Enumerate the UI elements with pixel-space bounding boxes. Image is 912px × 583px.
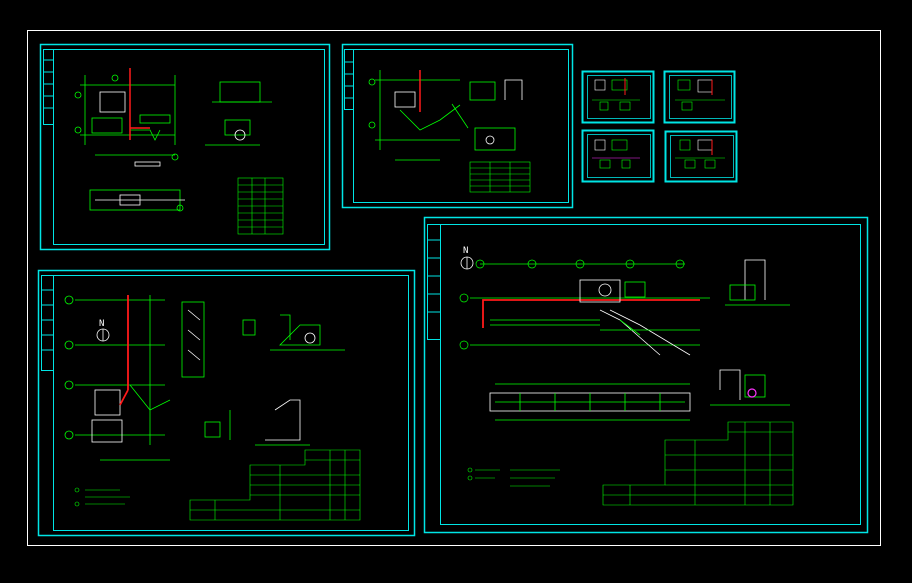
thumb-3[interactable] — [581, 129, 655, 183]
sheet-2-outer-frame — [341, 43, 574, 209]
sheet-3-notes — [74, 487, 130, 507]
sheet-2-title-block — [344, 49, 354, 110]
sheet-1-inner-frame — [53, 49, 325, 245]
sheet-3-plan-view — [64, 295, 171, 461]
sheet-3-pipe-red-2 — [119, 389, 129, 406]
sheet-4-outer-frame — [423, 216, 869, 534]
sheet-2-inner-frame — [353, 49, 569, 203]
sheet-4-elevation-view — [489, 383, 691, 421]
sheet-2-plan-view — [368, 70, 523, 161]
sheet-4-valve-marker — [747, 388, 757, 398]
thumbnail-grid — [581, 70, 738, 183]
sheet-4-inner-frame — [440, 224, 861, 525]
sheet-4-north-arrow: N — [460, 246, 474, 270]
sheet-1-outer-frame — [39, 43, 331, 251]
sheet-2 — [341, 43, 574, 209]
sheet-3-inner-frame — [53, 275, 409, 531]
sheet-3-north-arrow: N — [96, 319, 110, 342]
sheet-4-section-details — [710, 259, 790, 406]
sheet-3: N — [37, 269, 416, 537]
sheet-3-material-table — [189, 449, 361, 521]
sheet-1-title-block — [43, 49, 54, 125]
sheet-4-axis-grid — [459, 259, 710, 350]
sheet-4-notes — [467, 467, 560, 487]
sheet-2-material-table — [469, 161, 531, 193]
sheet-4-pipe-red — [482, 299, 700, 328]
sheet-1 — [39, 43, 331, 251]
sheet-4-material-table — [602, 421, 794, 506]
sheet-3-outer-frame — [37, 269, 416, 537]
sheet-3-section-details — [181, 301, 345, 446]
thumb-4[interactable] — [664, 130, 738, 183]
sheet-4-plan-view — [490, 279, 700, 356]
north-arrow-letter: N — [99, 319, 104, 329]
sheet-1-material-table — [237, 177, 284, 235]
sheet-4: N — [423, 216, 869, 534]
sheet-1-section-details — [89, 81, 272, 212]
sheet-1-plan-view — [74, 74, 179, 167]
thumb-1[interactable] — [581, 70, 655, 124]
sheet-4-title-block — [427, 224, 441, 340]
thumb-2[interactable] — [663, 70, 736, 124]
sheet-3-title-block — [41, 275, 54, 371]
outer-border — [27, 30, 881, 546]
north-arrow-letter-2: N — [463, 246, 468, 256]
